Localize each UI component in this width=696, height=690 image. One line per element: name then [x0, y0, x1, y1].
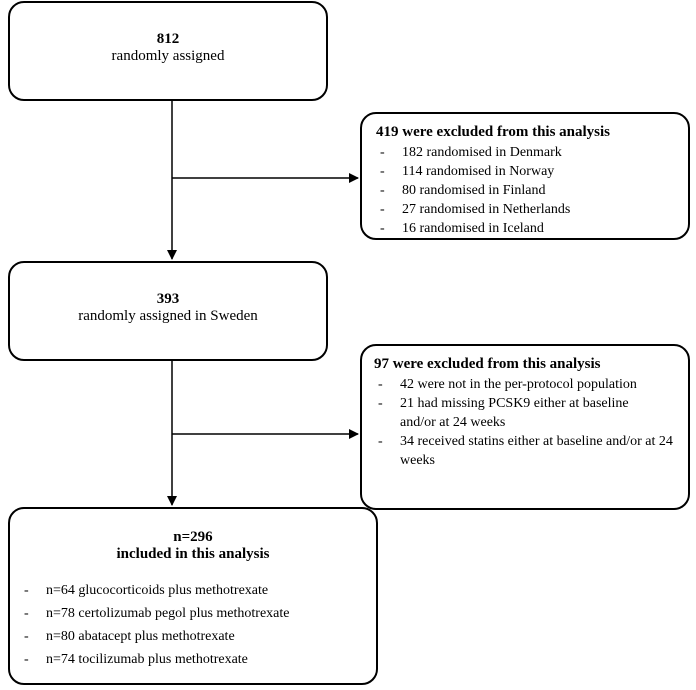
exclusion-title-countries: 419 were excluded from this analysis	[376, 124, 611, 140]
list-item: n=74 tocilizumab plus methotrexate	[20, 648, 376, 671]
sweden-label: randomly assigned in Sweden	[78, 308, 258, 324]
list-item: 21 had missing PCSK9 either at baseline …	[374, 394, 650, 432]
exclusion-box-countries: 419 were excluded from this analysis 182…	[360, 112, 690, 240]
randomized-label: randomly assigned	[111, 48, 225, 64]
list-item: n=64 glucocorticoids plus methotrexate	[20, 579, 376, 602]
exclusion-list-protocol: 42 were not in the per-protocol populati…	[374, 375, 688, 470]
randomized-count: 812	[156, 31, 180, 47]
sweden-count: 393	[156, 291, 180, 307]
included-list: n=64 glucocorticoids plus methotrexate n…	[10, 579, 376, 671]
list-item: 34 received statins either at baseline a…	[374, 432, 680, 470]
included-count: n=296	[173, 529, 213, 545]
exclusion-title-protocol: 97 were excluded from this analysis	[374, 356, 601, 372]
list-item: 114 randomised in Norway	[376, 162, 688, 181]
randomized-box: 812 randomly assigned	[8, 1, 328, 101]
list-item: 16 randomised in Iceland	[376, 219, 688, 238]
included-box: n=296 included in this analysis n=64 glu…	[8, 507, 378, 685]
list-item: 42 were not in the per-protocol populati…	[374, 375, 650, 394]
included-label: included in this analysis	[116, 546, 270, 562]
list-item: n=78 certolizumab pegol plus methotrexat…	[20, 602, 376, 625]
sweden-box: 393 randomly assigned in Sweden	[8, 261, 328, 361]
exclusion-list-countries: 182 randomised in Denmark 114 randomised…	[376, 143, 688, 238]
list-item: 182 randomised in Denmark	[376, 143, 688, 162]
list-item: 27 randomised in Netherlands	[376, 200, 688, 219]
exclusion-box-protocol: 97 were excluded from this analysis 42 w…	[360, 344, 690, 510]
list-item: n=80 abatacept plus methotrexate	[20, 625, 376, 648]
list-item: 80 randomised in Finland	[376, 181, 688, 200]
